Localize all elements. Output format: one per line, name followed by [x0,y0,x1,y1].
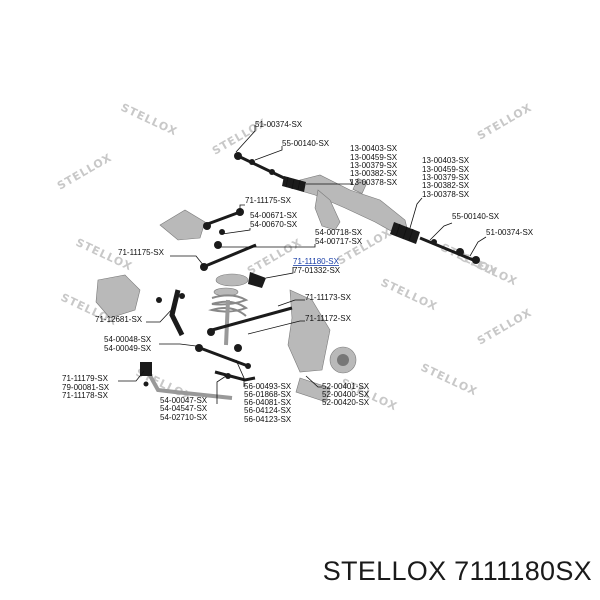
part-number-label[interactable]: 54-02710-SX [160,413,208,422]
watermark-text: STELLOX [55,151,114,193]
part-number-label[interactable]: 56-00493-SX [244,382,292,391]
parts-drawing [95,152,480,403]
part-number-label[interactable]: 71-11173-SX [305,293,352,302]
part-labels: 51-00374-SX 55-00140-SX 13-00403-SX 13-0… [62,120,534,424]
part-number-label[interactable]: 54-00718-SX [315,228,363,237]
stabilizer-bar [140,362,233,400]
subframe-bracket [95,274,162,319]
part-number-label[interactable]: 13-00403-SX [350,144,398,153]
watermark-text: STELLOX [475,101,534,143]
part-number-label[interactable]: 54-00717-SX [315,237,363,246]
part-number-label[interactable]: 71-11175-SX [118,248,165,257]
part-number-label[interactable]: 56-04124-SX [244,406,292,415]
part-number-label[interactable]: 13-00379-SX [350,161,398,170]
part-number-label[interactable]: 51-00374-SX [255,120,303,129]
part-number-label[interactable]: 71-12681-SX [95,315,143,324]
watermark-text: STELLOX [419,361,480,399]
product-caption: STELLOX 7111180SX [322,556,592,586]
watermark-text: STELLOX [475,306,534,348]
part-number-label[interactable]: 52-00420-SX [322,398,370,407]
part-number-label[interactable]: 56-04123-SX [244,415,292,424]
part-number-label[interactable]: 13-00378-SX [350,178,398,187]
part-number-label[interactable]: 52-00401-SX [322,382,370,391]
highlighted-part-number[interactable]: 71-11180-SX [293,257,340,266]
watermark-text: STELLOX [379,276,440,314]
part-number-label[interactable]: 13-00378-SX [422,190,470,199]
part-number-label[interactable]: 54-00670-SX [250,220,298,229]
part-number-label[interactable]: 13-00459-SX [422,165,470,174]
left-rack-boot [282,176,306,192]
part-number-label[interactable]: 56-04081-SX [244,398,292,407]
leader-lines [118,125,487,404]
part-number-label[interactable]: 52-00400-SX [322,390,370,399]
steering-knuckle [287,289,357,403]
part-number-label[interactable]: 55-00140-SX [282,139,330,148]
strut-assembly [208,272,266,346]
part-number-label[interactable]: 55-00140-SX [452,212,500,221]
watermark-text: STELLOX [119,101,180,139]
part-number-label[interactable]: 71-11175-SX [245,196,292,205]
part-number-label[interactable]: 13-00459-SX [350,153,398,162]
part-number-label[interactable]: 71-11172-SX [305,314,352,323]
part-number-label[interactable]: 54-00671-SX [250,211,298,220]
right-rack-boot [390,222,420,244]
part-number-label[interactable]: 71-11179-SX [62,374,109,383]
part-number-label[interactable]: 54-00048-SX [104,335,152,344]
part-number-label[interactable]: 13-00379-SX [422,173,470,182]
lower-control-arms [169,289,293,382]
upper-control-arms [159,208,257,271]
part-number-label[interactable]: 51-00374-SX [486,228,534,237]
part-number-label[interactable]: 71-11178-SX [62,391,109,400]
part-number-label[interactable]: 13-00382-SX [350,169,398,178]
part-number-label[interactable]: 56-01868-SX [244,390,292,399]
part-number-label[interactable]: 77-01332-SX [293,266,341,275]
part-number-label[interactable]: 13-00403-SX [422,156,470,165]
steering-rack [234,152,480,264]
part-number-label[interactable]: 54-00047-SX [160,396,208,405]
part-number-label[interactable]: 54-04547-SX [160,404,208,413]
part-number-label[interactable]: 13-00382-SX [422,181,470,190]
part-number-label[interactable]: 79-00081-SX [62,383,110,392]
part-number-label[interactable]: 54-00049-SX [104,344,152,353]
